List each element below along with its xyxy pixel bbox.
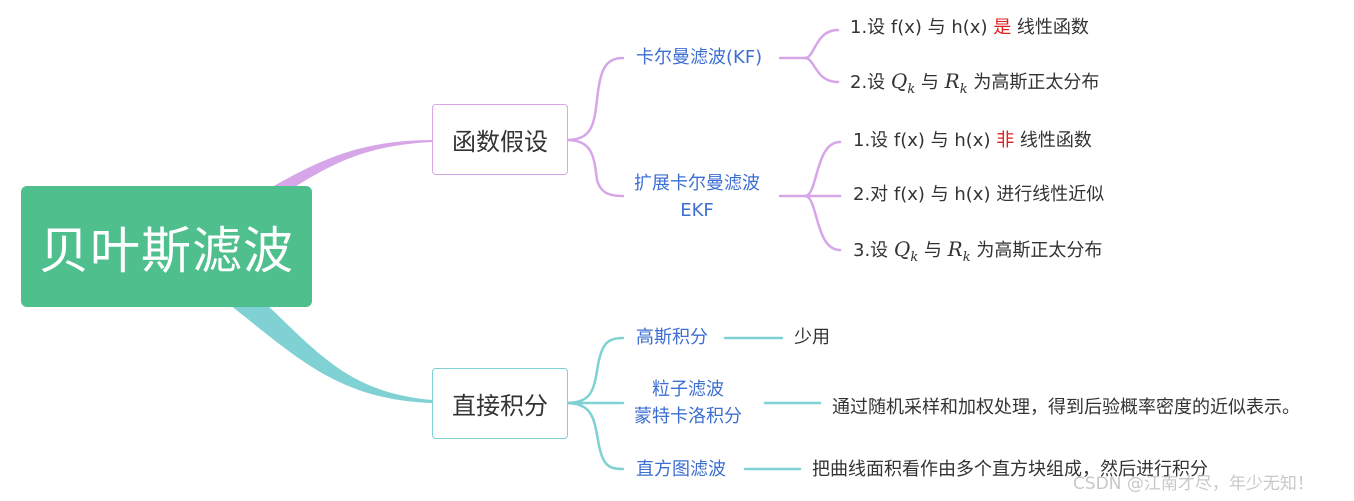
node-histogram-filter[interactable]: 直方图滤波 (636, 459, 726, 480)
math-q: Qk (893, 237, 919, 265)
ekf-item-1-highlight: 非 (996, 130, 1015, 151)
ekf-item-1[interactable]: 1.设 f(x) 与 h(x) 非 线性函数 (853, 127, 1092, 154)
ekf-label-line2: EKF (680, 200, 714, 221)
node-particle-filter[interactable]: 粒子滤波 蒙特卡洛积分 (634, 376, 742, 430)
root-node[interactable]: 贝叶斯滤波 (21, 186, 312, 307)
node-kalman-filter[interactable]: 卡尔曼滤波(KF) (636, 47, 763, 68)
csdn-watermark: CSDN @江南才尽，年少无知！ (1073, 474, 1314, 494)
particle-filter-note[interactable]: 通过随机采样和加权处理，得到后验概率密度的近似表示。 (832, 397, 1300, 418)
kf-item-1[interactable]: 1.设 f(x) 与 h(x) 是 线性函数 (850, 14, 1089, 41)
kf-item-2-suffix: 为高斯正太分布 (967, 72, 1100, 93)
ekf-item-3-suffix: 为高斯正太分布 (970, 240, 1103, 261)
ekf-item-3-mid: 与 (918, 240, 948, 261)
node-extended-kalman-filter[interactable]: 扩展卡尔曼滤波 EKF (634, 170, 760, 224)
ekf-item-3[interactable]: 3.设 Qk 与 Rk 为高斯正太分布 (853, 236, 1102, 271)
kf-item-1-highlight: 是 (993, 17, 1012, 38)
math-r: Rk (944, 69, 968, 97)
kf-item-2-prefix: 2.设 (850, 72, 891, 93)
ekf-item-2[interactable]: 2.对 f(x) 与 h(x) 进行线性近似 (853, 184, 1105, 205)
ekf-item-1-suffix: 线性函数 (1014, 130, 1092, 151)
ekf-label-line1: 扩展卡尔曼滤波 (634, 173, 760, 194)
branch-function-assumption[interactable]: 函数假设 (432, 104, 568, 175)
particle-filter-line1: 粒子滤波 (652, 379, 724, 400)
kf-item-1-suffix: 线性函数 (1011, 17, 1089, 38)
branch-direct-integration[interactable]: 直接积分 (432, 368, 568, 439)
root-branch1-link (270, 140, 433, 190)
math-q: Qk (890, 69, 916, 97)
ekf-item-1-prefix: 1.设 f(x) 与 h(x) (853, 130, 997, 151)
gaussian-integration-note[interactable]: 少用 (794, 327, 830, 348)
kf-item-2[interactable]: 2.设 Qk 与 Rk 为高斯正太分布 (850, 68, 1099, 103)
math-r: Rk (947, 237, 971, 265)
histogram-filter-note[interactable]: 把曲线面积看作由多个直方块组成，然后进行积分 (812, 459, 1208, 480)
node-gaussian-integration[interactable]: 高斯积分 (636, 327, 708, 348)
kf-item-2-mid: 与 (915, 72, 945, 93)
kf-item-1-prefix: 1.设 f(x) 与 h(x) (850, 17, 994, 38)
root-branch2-link (230, 300, 433, 403)
particle-filter-line2: 蒙特卡洛积分 (634, 406, 742, 427)
ekf-item-3-prefix: 3.设 (853, 240, 894, 261)
